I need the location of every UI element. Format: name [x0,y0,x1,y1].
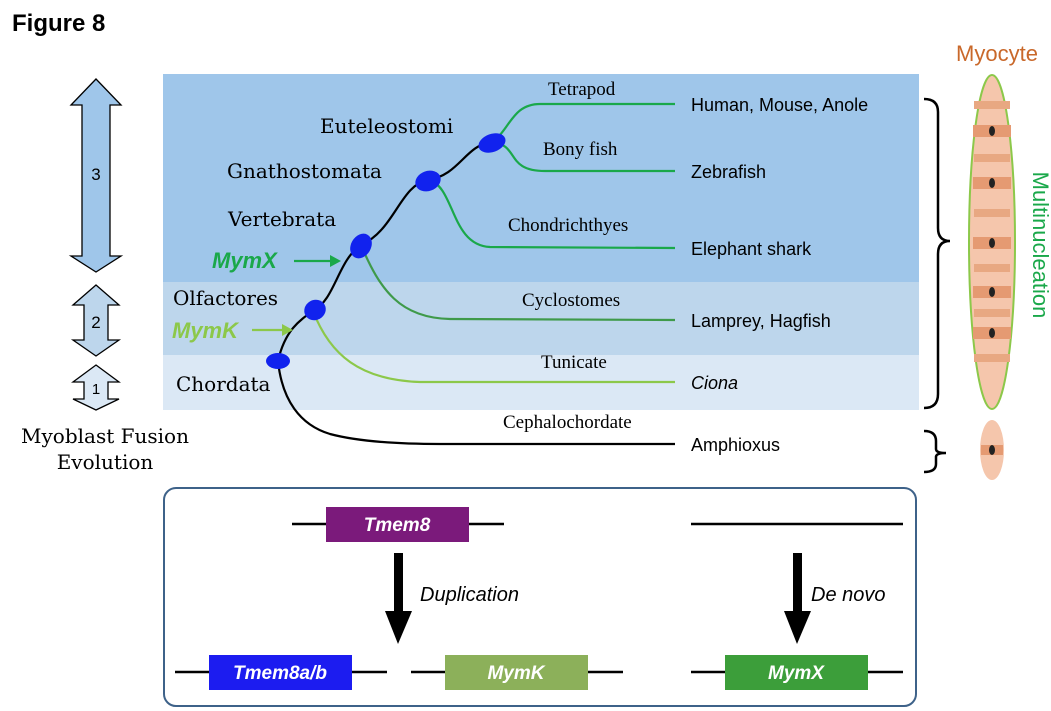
species-label-lamprey-hagfish: Lamprey, Hagfish [691,311,831,331]
gene-label-mymx: MymX [768,663,825,684]
myocyte-title: Myocyte [956,41,1038,66]
marker-mymx: MymX [212,248,278,273]
node-chordata [266,353,290,369]
clade-label-gnathostomata: Gnathostomata [227,159,382,183]
bracket-mononucleated [924,431,946,472]
multinucleation-label: Multinucleation [1028,172,1051,319]
figure-title: Figure 8 [12,10,105,37]
myoblast-nucleus [989,445,995,455]
myocyte-band [974,101,1010,109]
myocyte-nucleus [989,126,995,136]
evolution-caption-line1: Myoblast Fusion [21,424,189,448]
myocyte-nucleus [989,328,995,338]
species-label-ciona: Ciona [691,373,738,393]
evolution-step-2: 2 [91,313,100,332]
lineage-label-tetrapod: Tetrapod [548,79,616,100]
arrow-de-novo-shaft [793,553,802,613]
evolution-caption-line2: Evolution [57,450,154,474]
label-de-novo: De novo [811,584,886,606]
evolution-step-1: 1 [92,381,100,398]
myocyte-band [974,154,1010,162]
myocyte-band [974,209,1010,217]
arrow-duplication-shaft [394,553,403,613]
myocyte-band [974,264,1010,272]
clade-label-euteleostomi: Euteleostomi [320,114,453,138]
lineage-label-tunicate: Tunicate [541,352,607,373]
species-label-amphioxus: Amphioxus [691,435,780,455]
marker-mymk: MymK [172,318,240,343]
lineage-label-cephalochordate: Cephalochordate [503,412,632,433]
gene-label-mymk: MymK [487,663,545,684]
lineage-label-bony-fish: Bony fish [543,139,618,160]
myocyte-nucleus [989,287,995,297]
evolution-step-3: 3 [91,165,100,184]
myocyte-band [974,309,1010,317]
species-label-human-mouse-anole: Human, Mouse, Anole [691,95,868,115]
lineage-label-cyclostomes: Cyclostomes [522,290,620,311]
label-duplication: Duplication [420,584,519,606]
gene-label-tmem8: Tmem8 [364,515,431,536]
gene-label-tmem8ab: Tmem8a/b [233,663,327,684]
clade-label-olfactores: Olfactores [173,286,278,310]
clade-label-vertebrata: Vertebrata [227,207,336,231]
bracket-multinucleated [924,99,950,408]
myocyte-nucleus [989,238,995,248]
myocyte-band [974,354,1010,362]
species-label-zebrafish: Zebrafish [691,162,766,182]
clade-label-chordata: Chordata [176,372,271,396]
myocyte-nucleus [989,178,995,188]
lineage-label-chondrichthyes: Chondrichthyes [508,215,628,236]
species-label-elephant-shark: Elephant shark [691,239,812,259]
